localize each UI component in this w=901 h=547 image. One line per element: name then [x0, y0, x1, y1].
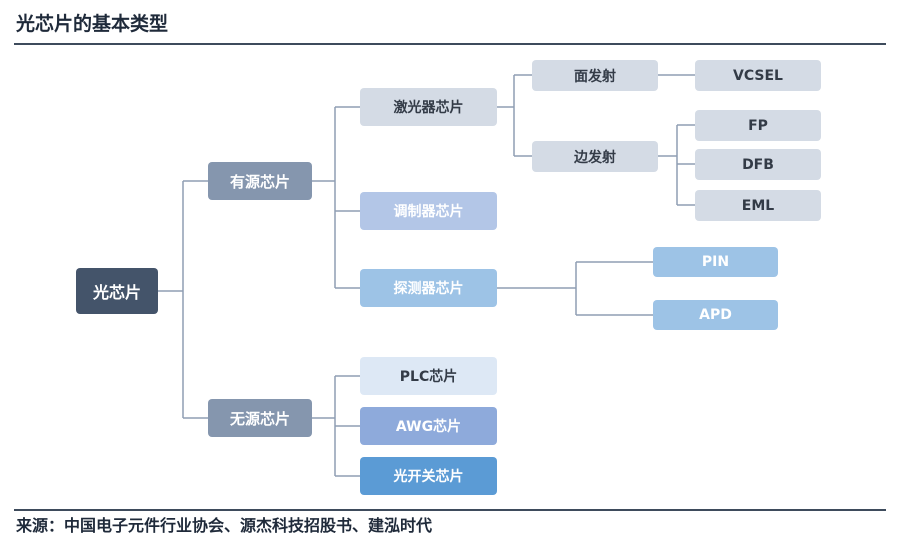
node-active-chip: 有源芯片 [208, 162, 312, 200]
node-modulator-chip: 调制器芯片 [360, 192, 497, 230]
node-fp: FP [695, 110, 821, 141]
node-plc-chip: PLC芯片 [360, 357, 497, 395]
page-title: 光芯片的基本类型 [16, 13, 169, 35]
node-dfb: DFB [695, 149, 821, 180]
node-eml: EML [695, 190, 821, 221]
source-note: 来源：中国电子元件行业协会、源杰科技招股书、建泓时代 [16, 516, 433, 535]
node-detector-chip: 探测器芯片 [360, 269, 497, 307]
node-vcsel: VCSEL [695, 60, 821, 91]
node-awg-chip: AWG芯片 [360, 407, 497, 445]
top-divider [14, 43, 886, 45]
node-laser-chip: 激光器芯片 [360, 88, 497, 126]
node-apd: APD [653, 300, 778, 330]
node-passive-chip: 无源芯片 [208, 399, 312, 437]
bottom-divider [14, 509, 886, 511]
node-surface-emitting: 面发射 [532, 60, 658, 91]
node-optical-chip: 光芯片 [76, 268, 158, 314]
node-pin: PIN [653, 247, 778, 277]
node-edge-emitting: 边发射 [532, 141, 658, 172]
node-optical-switch-chip: 光开关芯片 [360, 457, 497, 495]
